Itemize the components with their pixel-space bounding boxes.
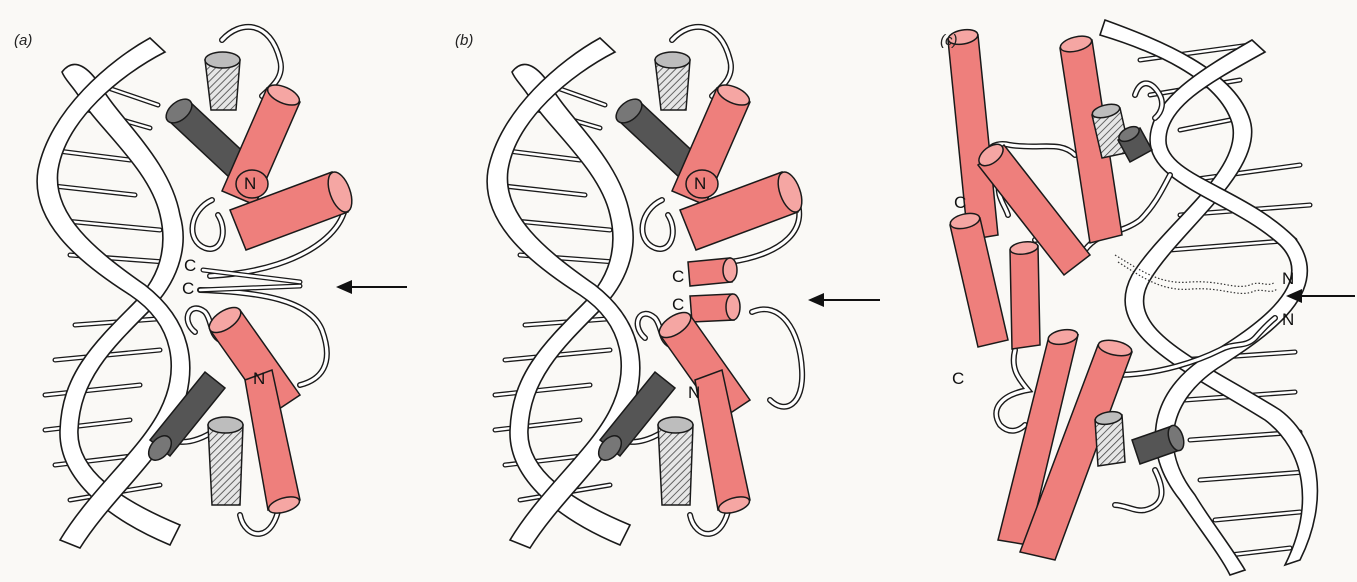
panel-b-drawing xyxy=(440,0,900,582)
panel-c: (c) C C N N xyxy=(900,0,1357,582)
panel-c-drawing xyxy=(900,0,1357,582)
n-terminus-label-bottom: N xyxy=(253,370,265,387)
c-terminus-label-bottom: C xyxy=(672,296,684,313)
panel-label-c: (c) xyxy=(940,32,958,49)
n-terminus-label-top: N xyxy=(244,175,256,192)
arrow-left-icon xyxy=(336,280,407,294)
panel-a: (a) N C C N xyxy=(0,0,440,582)
n-terminus-label-top: N xyxy=(694,175,706,192)
n-terminus-label-top: N xyxy=(1282,270,1294,287)
alpha-helix-cylinder-red-mid-1 xyxy=(949,211,1008,347)
alpha-helix-cylinder-hatched-top xyxy=(205,52,240,110)
panel-b: (b) N C C N xyxy=(440,0,900,582)
arrow-left-icon xyxy=(808,293,880,307)
panel-label-b: (b) xyxy=(455,32,473,49)
c-terminus-label-bottom: C xyxy=(182,280,194,297)
c-terminus-label-top: C xyxy=(184,257,196,274)
c-terminal-short-helix-top xyxy=(688,258,737,286)
n-terminus-label-bottom: N xyxy=(688,384,700,401)
panel-label-a: (a) xyxy=(14,32,32,49)
alpha-helix-cylinder-hatched-bottom xyxy=(1094,410,1125,466)
c-terminus-label-bottom: C xyxy=(952,370,964,387)
alpha-helix-cylinder-hatched-bottom xyxy=(208,417,243,505)
panel-a-drawing xyxy=(0,0,440,582)
dna-double-helix xyxy=(1100,20,1317,575)
c-terminal-short-helix-bottom xyxy=(690,294,740,322)
n-terminus-label-bottom: N xyxy=(1282,311,1294,328)
protein-loops xyxy=(168,27,346,534)
c-terminus-label-top: C xyxy=(954,194,966,211)
c-terminus-label-top: C xyxy=(672,268,684,285)
alpha-helix-cylinder-hatched-bottom xyxy=(658,417,693,505)
alpha-helix-cylinder-hatched-top xyxy=(655,52,690,110)
alpha-helix-cylinder-red-mid-2 xyxy=(1009,240,1040,349)
